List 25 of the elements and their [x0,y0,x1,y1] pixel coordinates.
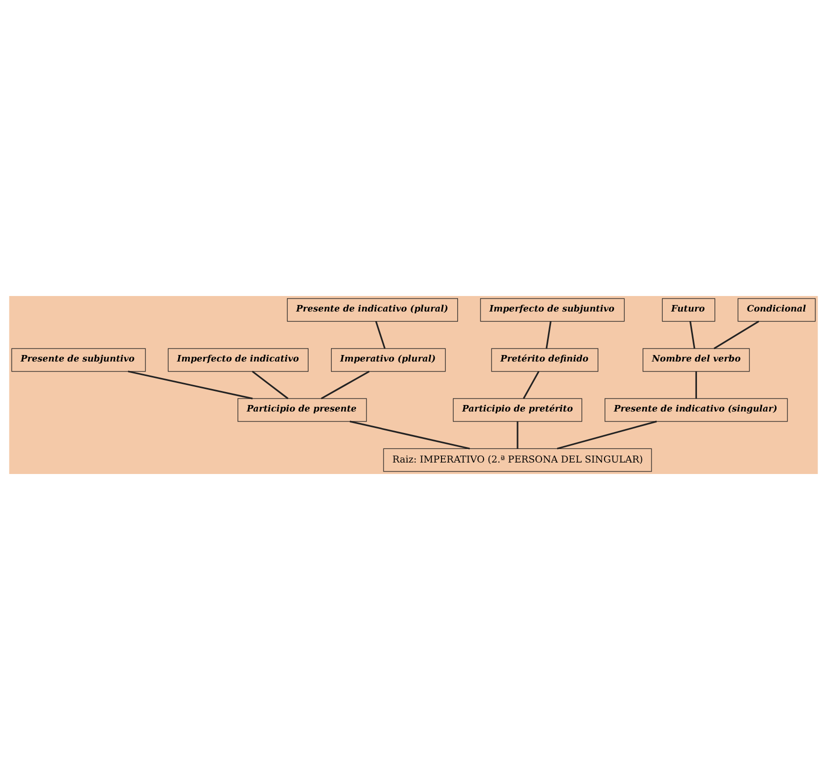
connector [695,370,697,398]
connector [252,370,288,399]
node-box: Imperativo (plural) [331,348,446,372]
connector [128,370,253,399]
node-box: Presente de indicativo (plural) [286,298,458,322]
connector [350,420,470,449]
connector [556,420,657,449]
connector [522,370,540,398]
connector [546,320,552,348]
node-box: Pretérito definido [491,348,598,372]
node-box: Imperfecto de subjuntivo [480,298,625,322]
connector [375,320,386,348]
connector [320,370,370,399]
node-box: Participio de pretérito [452,398,582,422]
connector [689,320,696,348]
connector [714,320,760,349]
node-box: Participio de presente [238,398,367,422]
node-box: Imperfecto de indicativo [168,348,308,372]
node-box: Raiz: IMPERATIVO (2.ª PERSONA DEL SINGULAR) [383,448,652,472]
node-box: Futuro [662,298,716,322]
node-box: Presente de subjuntivo [11,348,146,372]
node-box: Nombre del verbo [642,348,750,372]
node-box: Condicional [738,298,816,322]
connector [516,420,518,448]
node-box: Presente de indicativo (singular) [604,398,788,422]
